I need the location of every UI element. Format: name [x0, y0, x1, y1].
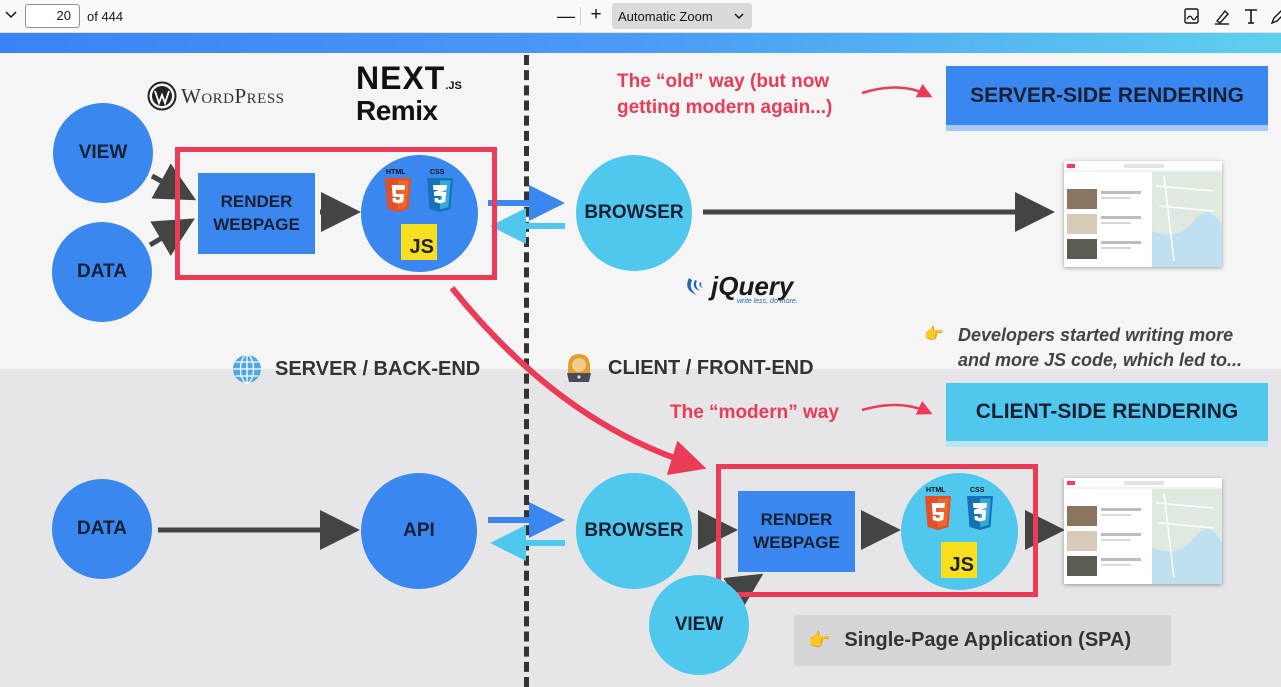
- data-node-top: DATA: [52, 222, 152, 322]
- jquery-icon: [687, 278, 703, 295]
- chevron-down-icon[interactable]: [3, 7, 19, 23]
- connector-arrows: [148, 83, 1065, 609]
- highlight-icon[interactable]: [1212, 6, 1232, 26]
- jquery-tagline: write less, do more.: [737, 298, 798, 305]
- website-screenshot-top: [1064, 161, 1222, 267]
- wordpress-icon: [147, 81, 177, 111]
- pointing-hand-icon: 👉: [808, 630, 831, 650]
- remix-logo: Remix: [356, 95, 438, 126]
- view-node-label: VIEW: [78, 142, 128, 163]
- js-badge-bottom-label: JS: [949, 554, 974, 576]
- nextjs-logo: NEXT .JS: [356, 60, 462, 97]
- view-node-bottom: VIEW: [649, 575, 749, 675]
- render-webpage-client-label: RENDER WEBPAGE: [753, 509, 840, 552]
- css-badge-bottom-label: CSS: [970, 487, 985, 494]
- server-section-text: SERVER / BACK-END: [275, 357, 481, 380]
- spa-callout: 👉 Single-Page Application (SPA): [794, 615, 1171, 666]
- zoom-select-value: Automatic Zoom: [618, 9, 713, 24]
- data-node-bottom-label: DATA: [77, 518, 127, 539]
- slide: WordPress NEXT .JS Remix jQuery write le…: [0, 33, 1281, 687]
- html-badge-label: HTML: [386, 169, 406, 176]
- person-laptop-icon: [567, 354, 591, 382]
- html-badge-bottom-label: HTML: [926, 487, 946, 494]
- js-badge: JS: [401, 224, 437, 260]
- browser-node-bottom: BROWSER: [576, 473, 692, 589]
- page-total: of 444: [87, 9, 124, 24]
- zoom-separator: [580, 7, 581, 25]
- view-node-top: VIEW: [53, 103, 153, 203]
- browser-node-bottom-label: BROWSER: [584, 520, 684, 541]
- chevron-down-icon: [734, 13, 744, 20]
- zoom-in-button[interactable]: +: [590, 4, 602, 25]
- server-section-label: SERVER / BACK-END: [231, 353, 480, 385]
- website-preview-image: [1064, 161, 1222, 267]
- api-node-label: API: [403, 520, 435, 541]
- wordpress-wordmark: WordPress: [181, 83, 285, 108]
- nextjs-wordmark: NEXT: [356, 60, 446, 96]
- css3-icon: [967, 496, 993, 530]
- signature-icon[interactable]: [1182, 6, 1202, 26]
- spa-callout-text: Single-Page Application (SPA): [844, 629, 1132, 651]
- css3-icon: [427, 178, 453, 212]
- client-section-label: CLIENT / FRONT-END: [562, 351, 814, 385]
- website-preview-image: [1064, 478, 1222, 584]
- browser-node-top: BROWSER: [576, 155, 692, 271]
- data-node-label: DATA: [77, 261, 127, 282]
- jquery-wordmark: jQuery: [711, 271, 794, 301]
- js-badge-bottom: JS: [941, 542, 977, 578]
- html5-icon: [385, 178, 411, 212]
- text-icon[interactable]: [1241, 6, 1261, 26]
- draw-icon[interactable]: [1269, 6, 1281, 26]
- gradient-bar: [0, 33, 1281, 53]
- css-badge-label: CSS: [430, 169, 445, 176]
- website-screenshot-bottom: [1064, 478, 1222, 584]
- modern-way-annotation: The “modern” way: [670, 402, 839, 423]
- render-webpage-client: RENDER WEBPAGE: [738, 491, 855, 572]
- pdf-toolbar: 20 of 444 — + Automatic Zoom: [0, 0, 1281, 33]
- api-node: API: [361, 473, 477, 589]
- browser-node-label: BROWSER: [584, 202, 684, 223]
- render-webpage-server: RENDER WEBPAGE: [198, 173, 315, 254]
- old-way-annotation: The “old” way (but now getting modern ag…: [617, 71, 833, 118]
- js-badge-label: JS: [409, 236, 434, 258]
- data-node-bottom: DATA: [52, 479, 152, 579]
- wordpress-logo: WordPress: [147, 81, 285, 111]
- ssr-banner: SERVER-SIDE RENDERING: [946, 66, 1268, 125]
- client-render-frame: [716, 464, 1038, 597]
- client-section-text: CLIENT / FRONT-END: [608, 356, 814, 379]
- csr-banner-label: CLIENT-SIDE RENDERING: [975, 400, 1239, 423]
- view-node-bottom-label: VIEW: [674, 614, 724, 635]
- ssr-banner-label: SERVER-SIDE RENDERING: [970, 83, 1244, 107]
- server-render-frame: [175, 147, 497, 280]
- zoom-out-button[interactable]: —: [557, 6, 575, 26]
- globe-icon: [233, 354, 261, 384]
- zoom-select[interactable]: Automatic Zoom: [612, 3, 752, 29]
- render-webpage-label: RENDER WEBPAGE: [213, 191, 300, 234]
- developers-note-text: Developers started writing more and more…: [958, 325, 1243, 371]
- developers-note: 👉 Developers started writing more and mo…: [924, 323, 1269, 373]
- nextjs-suffix: .JS: [445, 80, 462, 92]
- html5-icon: [925, 496, 951, 530]
- pointing-hand-icon: 👉: [924, 326, 944, 343]
- csr-banner: CLIENT-SIDE RENDERING: [946, 383, 1268, 441]
- page-number-input[interactable]: 20: [25, 4, 80, 28]
